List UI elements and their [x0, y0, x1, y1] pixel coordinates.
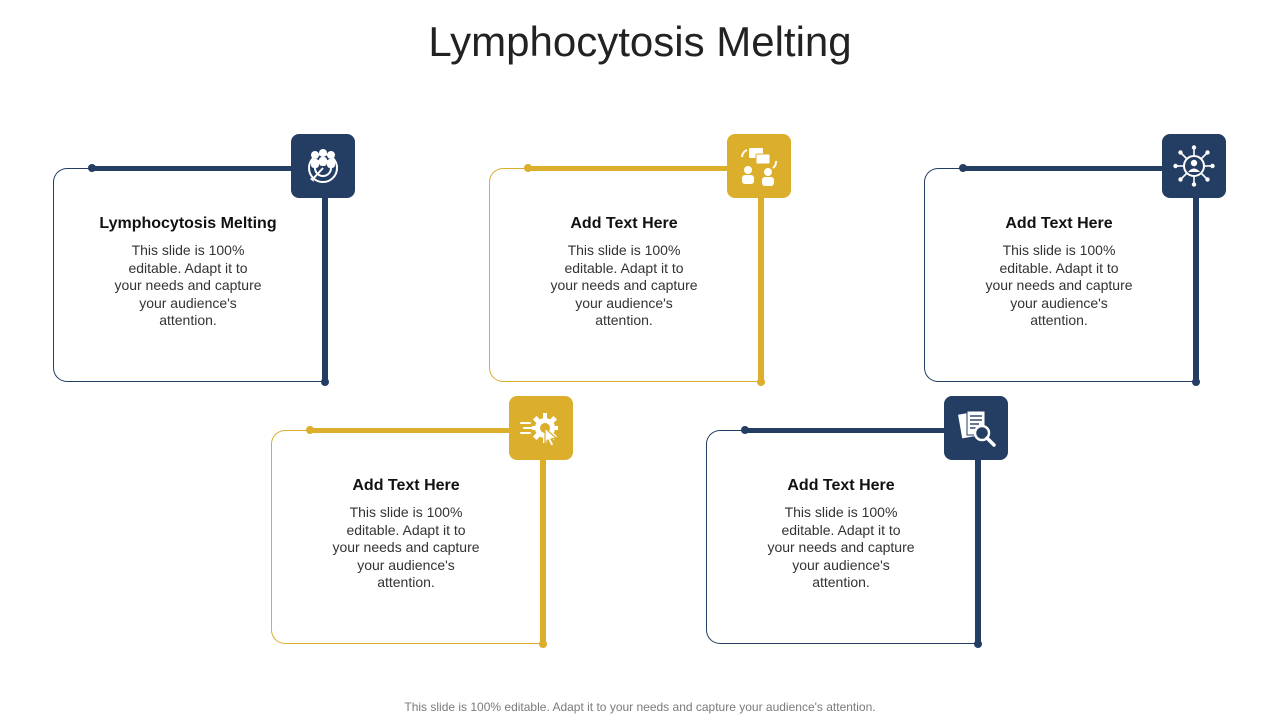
card-body: This slide is 100% editable. Adapt it to… — [114, 242, 262, 328]
card-icon-box — [1162, 134, 1226, 198]
card-heading: Add Text Here — [352, 477, 460, 494]
card-top-bar — [963, 166, 1163, 171]
card-1: Lymphocytosis Melting This slide is 100%… — [53, 134, 363, 394]
card-bottom-dot — [1192, 378, 1200, 386]
card-outline-bottom — [503, 381, 761, 382]
card-body: This slide is 100% editable. Adapt it to… — [550, 242, 698, 328]
card-top-dot — [524, 164, 532, 172]
card-vertical-bar — [975, 456, 981, 642]
card-3: Add Text Here This slide is 100% editabl… — [924, 134, 1234, 394]
card-bottom-dot — [321, 378, 329, 386]
card-bottom-dot — [974, 640, 982, 648]
card-bottom-dot — [539, 640, 547, 648]
card-heading: Add Text Here — [570, 215, 678, 232]
card-icon-box — [509, 396, 573, 460]
card-vertical-bar — [540, 456, 546, 642]
team-target-icon — [308, 149, 338, 183]
network-user-icon — [1173, 145, 1215, 187]
card-outline-bottom — [938, 381, 1196, 382]
discussion-icon — [741, 148, 778, 186]
card-vertical-bar — [322, 194, 328, 380]
card-4: Add Text Here This slide is 100% editabl… — [271, 396, 581, 656]
card-top-bar — [745, 428, 945, 433]
card-top-dot — [959, 164, 967, 172]
card-icon-box — [291, 134, 355, 198]
card-top-bar — [92, 166, 292, 171]
card-body: This slide is 100% editable. Adapt it to… — [985, 242, 1133, 328]
card-2: Add Text Here This slide is 100% editabl… — [489, 134, 799, 394]
card-outline-bottom — [720, 643, 978, 644]
card-heading: Add Text Here — [1005, 215, 1113, 232]
card-bottom-dot — [757, 378, 765, 386]
card-icon-box — [944, 396, 1008, 460]
gear-cursor-icon — [520, 413, 558, 447]
card-vertical-bar — [1193, 194, 1199, 380]
card-top-dot — [88, 164, 96, 172]
footer-note: This slide is 100% editable. Adapt it to… — [404, 700, 876, 714]
card-body: This slide is 100% editable. Adapt it to… — [332, 504, 480, 590]
card-top-bar — [528, 166, 728, 171]
card-heading: Add Text Here — [787, 477, 895, 494]
card-top-dot — [741, 426, 749, 434]
card-top-dot — [306, 426, 314, 434]
card-outline-bottom — [67, 381, 325, 382]
card-vertical-bar — [758, 194, 764, 380]
card-top-bar — [310, 428, 510, 433]
card-5: Add Text Here This slide is 100% editabl… — [706, 396, 1016, 656]
card-outline-bottom — [285, 643, 543, 644]
card-body: This slide is 100% editable. Adapt it to… — [767, 504, 915, 590]
document-search-icon — [958, 410, 996, 447]
card-heading: Lymphocytosis Melting — [99, 215, 277, 232]
slide-title: Lymphocytosis Melting — [428, 18, 852, 65]
card-icon-box — [727, 134, 791, 198]
